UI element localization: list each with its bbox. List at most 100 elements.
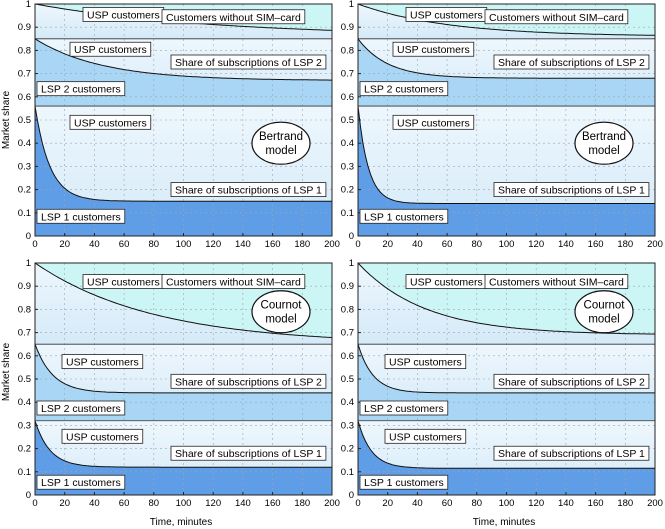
y-tick-label: 0.1: [18, 208, 31, 219]
label-usp-mid: USP customers: [69, 41, 152, 57]
y-tick-label: 0.2: [18, 185, 31, 196]
no-sim-curve: [34, 262, 333, 338]
label-share-lsp2: Share of subscriptions of LSP 2: [493, 54, 650, 70]
label-lsp2-customers: LSP 2 customers: [36, 81, 126, 97]
svg-text:USP customers: USP customers: [397, 44, 470, 56]
svg-text:Customers without SIM–card: Customers without SIM–card: [166, 277, 301, 289]
svg-text:Share of subscriptions of LSP: Share of subscriptions of LSP 1: [498, 448, 645, 460]
lsp1-share-curve: [357, 106, 655, 204]
svg-text:Share of subscriptions of LSP: Share of subscriptions of LSP 2: [498, 57, 645, 69]
lsp1-share-area: [35, 106, 332, 236]
svg-text:USP customers: USP customers: [397, 117, 470, 129]
svg-text:USP customers: USP customers: [66, 431, 139, 443]
svg-text:USP customers: USP customers: [66, 357, 139, 369]
svg-text:LSP 1 customers: LSP 1 customers: [41, 211, 121, 223]
svg-text:LSP 2 customers: LSP 2 customers: [364, 84, 444, 96]
y-tick-label: 0.8: [341, 45, 354, 56]
x-tick-label: 200: [647, 239, 663, 250]
x-tick-label: 40: [412, 239, 423, 250]
x-tick-label: 60: [442, 498, 453, 509]
svg-text:LSP 1 customers: LSP 1 customers: [41, 477, 121, 489]
y-tick-label: 0.3: [18, 161, 31, 172]
y-tick-label: 0: [26, 231, 31, 242]
label-usp-low: USP customers: [392, 114, 475, 130]
y-tick-label: 0.9: [341, 22, 354, 33]
y-tick-label: 0.5: [341, 374, 354, 385]
x-tick-label: 140: [558, 498, 574, 509]
y-tick-label: 0: [349, 490, 354, 501]
x-tick-label: 20: [59, 498, 70, 509]
y-tick-label: 0: [26, 490, 31, 501]
x-tick-label: 200: [324, 498, 340, 509]
svg-text:Customers without SIM–card: Customers without SIM–card: [489, 277, 624, 289]
x-tick-label: 60: [119, 498, 130, 509]
svg-text:Share of subscriptions of LSP: Share of subscriptions of LSP 1: [175, 448, 322, 460]
svg-text:Cournot: Cournot: [261, 300, 303, 312]
svg-text:Share of subscriptions of LSP: Share of subscriptions of LSP 1: [175, 185, 322, 197]
y-axis-label-top: Market share: [1, 90, 12, 149]
x-tick-label: 180: [294, 498, 310, 509]
svg-text:Share of subscriptions of LSP: Share of subscriptions of LSP 1: [498, 185, 645, 197]
lsp1-share-curve: [34, 420, 332, 468]
x-axis-label-left: Time, minutes: [150, 517, 212, 528]
y-tick-label: 0: [349, 231, 354, 242]
y-tick-label: 0.6: [341, 351, 354, 362]
label-share-lsp1: Share of subscriptions of LSP 1: [493, 182, 650, 198]
svg-text:Share of subscriptions of LSP: Share of subscriptions of LSP 2: [498, 376, 645, 388]
y-tick-label: 0.5: [18, 374, 31, 385]
label-no-sim: Customers without SIM–card: [161, 274, 306, 289]
label-usp-mid: USP customers: [392, 41, 475, 57]
y-tick-label: 0.1: [341, 208, 354, 219]
x-tick-label: 160: [588, 498, 604, 509]
x-tick-label: 180: [617, 239, 633, 250]
usp-region-top: [358, 263, 655, 345]
label-lsp1-customers: LSP 1 customers: [36, 474, 126, 490]
label-lsp1-customers: LSP 1 customers: [359, 208, 449, 224]
y-tick-label: 0.8: [18, 304, 31, 315]
x-tick-label: 0: [355, 498, 360, 509]
svg-text:Customers without SIM–card: Customers without SIM–card: [489, 12, 624, 24]
label-usp-mid: USP customers: [61, 354, 144, 370]
usp-region-top: [35, 4, 332, 39]
y-tick-label: 1: [26, 0, 31, 10]
x-tick-label: 40: [89, 239, 100, 250]
label-share-lsp1: Share of subscriptions of LSP 1: [493, 445, 650, 461]
svg-text:USP customers: USP customers: [87, 277, 160, 289]
svg-text:LSP 1 customers: LSP 1 customers: [364, 211, 444, 223]
x-tick-label: 140: [558, 239, 574, 250]
svg-text:USP customers: USP customers: [87, 9, 160, 21]
label-share-lsp1: Share of subscriptions of LSP 1: [170, 445, 327, 461]
x-tick-label: 60: [119, 239, 130, 250]
y-tick-label: 0.6: [18, 351, 31, 362]
x-tick-label: 200: [647, 498, 663, 509]
label-usp-low: USP customers: [69, 114, 152, 130]
y-tick-label: 0.6: [18, 92, 31, 103]
x-tick-label: 100: [176, 498, 192, 509]
y-tick-label: 0.8: [341, 304, 354, 315]
x-tick-label: 20: [382, 498, 393, 509]
x-tick-label: 160: [265, 239, 281, 250]
y-tick-label: 0.9: [341, 281, 354, 292]
y-tick-label: 0.4: [18, 138, 31, 149]
x-tick-label: 0: [355, 239, 360, 250]
svg-text:USP customers: USP customers: [410, 9, 483, 21]
svg-text:USP customers: USP customers: [389, 357, 462, 369]
x-tick-label: 20: [59, 239, 70, 250]
svg-text:Customers without SIM–card: Customers without SIM–card: [166, 12, 301, 24]
svg-text:Cournot: Cournot: [584, 300, 626, 312]
y-tick-label: 0.2: [18, 444, 31, 455]
label-usp-top: USP customers: [405, 274, 488, 289]
x-tick-label: 60: [442, 239, 453, 250]
label-usp-mid: USP customers: [384, 354, 467, 370]
y-tick-label: 0.1: [341, 467, 354, 478]
y-tick-label: 0.8: [18, 45, 31, 56]
x-tick-label: 80: [472, 498, 483, 509]
